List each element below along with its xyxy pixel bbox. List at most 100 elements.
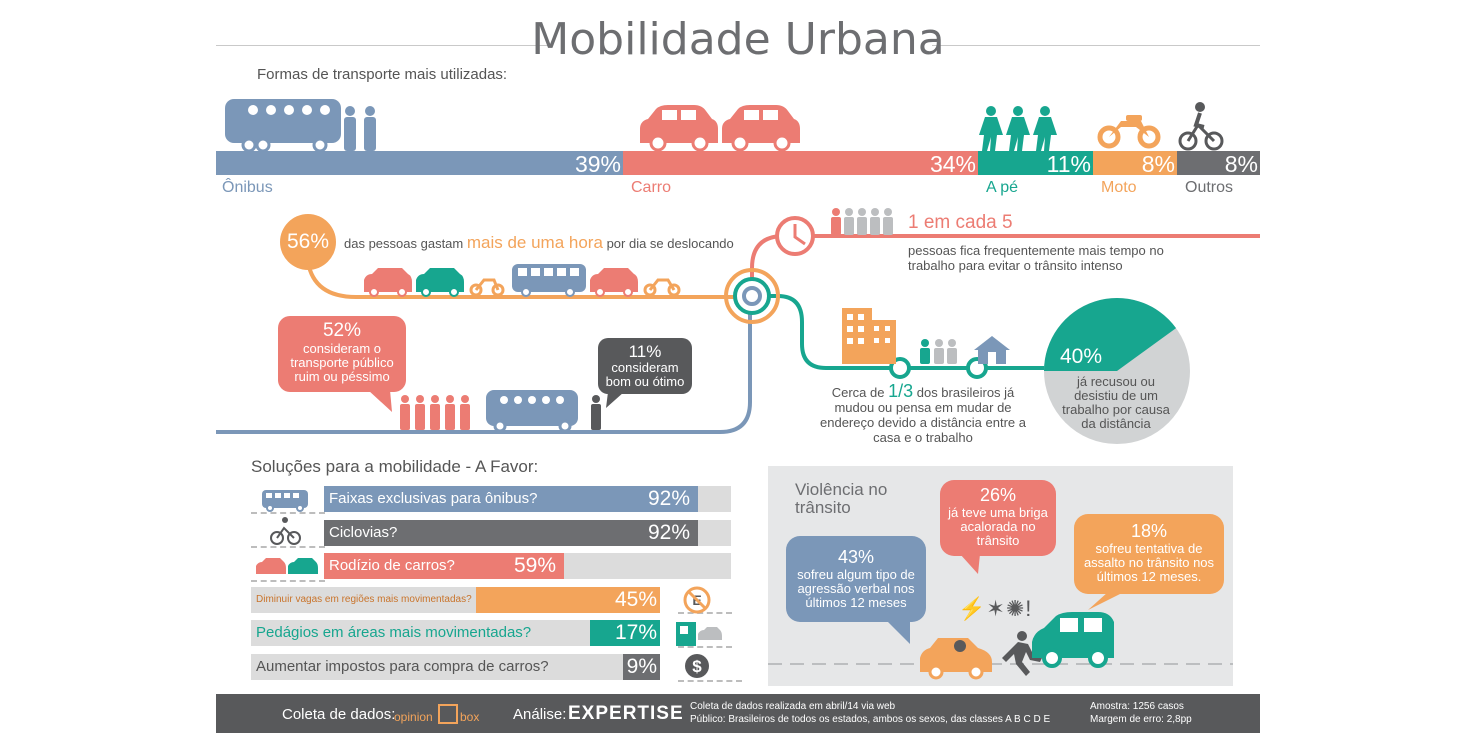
road-dash — [678, 612, 732, 614]
family-icon — [920, 339, 957, 364]
solution-label: Ciclovias? — [329, 523, 398, 541]
violence-43-pct: 43% — [837, 547, 875, 567]
opinion-box-logo-opinion: opinion — [394, 710, 433, 724]
violence-graphics — [768, 480, 1233, 680]
car-icon — [640, 105, 718, 152]
no-parking-icon: E — [683, 586, 711, 614]
traffic-icons — [364, 264, 681, 297]
transport-bar-segment: 8% — [1093, 151, 1177, 177]
anger-symbols: ⚡✶✺! — [958, 596, 1033, 621]
hub-ring-middle — [733, 277, 771, 315]
solution-row: Ciclovias? 92% — [324, 519, 731, 546]
solution-label: Aumentar impostos para compra de carros? — [256, 657, 549, 675]
violence-18-pct: 18% — [1130, 521, 1168, 541]
solution-row: Pedágios em áreas mais movimentadas? 17% — [251, 620, 660, 646]
road-dash — [678, 646, 732, 648]
page-title: Mobilidade Urbana — [531, 14, 945, 65]
solution-bar — [324, 486, 698, 512]
solutions-title: Soluções para a mobilidade - A Favor: — [251, 457, 539, 476]
solution-pct: 45% — [614, 587, 657, 611]
solution-label: Faixas exclusivas para ônibus? — [329, 490, 538, 507]
building-icon — [842, 308, 896, 364]
footer: Coleta de dados: opinion box Análise: EX… — [216, 694, 1260, 733]
transport-bar-label: Outros — [1185, 179, 1234, 196]
stat56-highlight: mais de uma hora — [466, 233, 603, 252]
transport-bar-pct: 11% — [1046, 151, 1091, 177]
hub-ring-outer — [724, 268, 780, 324]
car-icon — [920, 638, 992, 680]
svg-text:$: $ — [692, 657, 702, 676]
road-dash — [678, 680, 742, 682]
solution-bar — [590, 620, 660, 646]
people-bus-icon — [400, 390, 601, 433]
solution-row: Diminuir vagas em regiões mais movimenta… — [251, 586, 660, 613]
violence-bubble-26: 26% já teve uma briga acalorada no trâns… — [942, 484, 1054, 548]
solution-pct: 92% — [648, 487, 691, 510]
stat13-frac: 1/3 — [888, 381, 914, 401]
violence-26-pct: 26% — [979, 485, 1017, 505]
transport-bar-label: Moto — [1101, 179, 1137, 196]
transport-bar-segment: 8% — [1177, 151, 1260, 177]
solution-label: Rodízio de carros? — [329, 557, 455, 574]
violence-bubble-43: 43% sofreu algum tipo de agressão verbal… — [788, 546, 924, 610]
transport-bar-pct: 39% — [574, 151, 621, 177]
house-icon — [974, 336, 1010, 364]
toll-icon — [676, 622, 722, 646]
stat56-pre: das pessoas gastam — [344, 236, 464, 251]
footer-note-2: Público: Brasileiros de todos os estados… — [690, 714, 1051, 725]
transport-bar-segment: 39% — [216, 151, 623, 177]
people-icon — [344, 106, 376, 151]
people-1in5-icon — [831, 208, 893, 235]
solution-label: Pedágios em áreas mais movimentadas? — [256, 624, 532, 641]
transport-bar-pct: 8% — [1141, 151, 1175, 177]
solution-side-icons: E $ — [676, 586, 722, 678]
transport-illustrations — [225, 99, 1224, 153]
hub-ring-inner — [742, 286, 762, 306]
solution-pct: 17% — [614, 621, 657, 644]
stat52-bubble: 52% consideram o transporte público ruim… — [280, 320, 404, 384]
cyclist-icon — [270, 517, 301, 545]
transport-share-bar: 39%34% 11% 8%8% — [216, 151, 1260, 177]
violence-title: Violência no trânsito — [795, 480, 888, 517]
footer-coleta-label: Coleta de dados: — [282, 706, 396, 723]
car-icon — [722, 105, 800, 152]
stat11-pct: 11% — [628, 342, 662, 361]
solution-bar — [324, 553, 564, 579]
stat1in5-text: pessoas fica frequentemente mais tempo n… — [908, 243, 1164, 273]
opinion-box-logo-square — [438, 704, 458, 724]
stat56-circle — [280, 214, 336, 270]
stat13-post: dos brasileiros já mudou ou pensa em mud… — [820, 385, 1026, 445]
transport-bar-label: Ônibus — [222, 179, 273, 196]
stat11-bubble-shape — [598, 338, 692, 408]
stat11-bubble: 11% consideram bom ou ótimo — [600, 342, 690, 389]
footer-margem: Margem de erro: 2,8pp — [1090, 714, 1192, 725]
solution-row: Rodízio de carros?59% — [324, 553, 731, 579]
solution-pct: 92% — [648, 520, 691, 544]
solution-pct: 9% — [626, 654, 657, 678]
footer-analise-label: Análise: — [513, 706, 567, 723]
solution-row: Aumentar impostos para compra de carros?… — [251, 653, 660, 680]
transport-bar-segment: 34% — [623, 151, 978, 177]
violence-43-text: sofreu algum tipo de agressão verbal nos… — [797, 567, 915, 610]
stat52-text: consideram o transporte público ruim ou … — [290, 341, 394, 384]
stat52-bubble-shape — [278, 316, 406, 412]
transport-bar-label: Carro — [631, 179, 672, 196]
stat56-pct: 56% — [286, 230, 330, 253]
runner-icon — [1002, 631, 1042, 676]
clock-icon — [775, 216, 815, 256]
stat52-pct: 52% — [322, 320, 362, 341]
bus-icon — [225, 99, 341, 153]
footer-note-1: Coleta de dados realizada em abril/14 vi… — [690, 701, 896, 712]
title-rule-right — [932, 45, 1260, 46]
stat40-pie — [1044, 298, 1190, 444]
stat56-text: das pessoas gastam mais de uma hora por … — [344, 233, 734, 253]
walker-icon — [979, 106, 1057, 151]
bus-icon — [262, 490, 308, 512]
solution-label: Diminuir vagas em regiões mais movimenta… — [256, 593, 472, 605]
violence-18-text: sofreu tentativa de assalto no trânsito … — [1083, 541, 1215, 584]
car-icon — [1032, 612, 1114, 668]
stat13-text: Cerca de 1/3 dos brasileiros já mudou ou… — [820, 381, 1026, 445]
road-dash — [251, 546, 325, 548]
cars-icon — [256, 558, 318, 574]
